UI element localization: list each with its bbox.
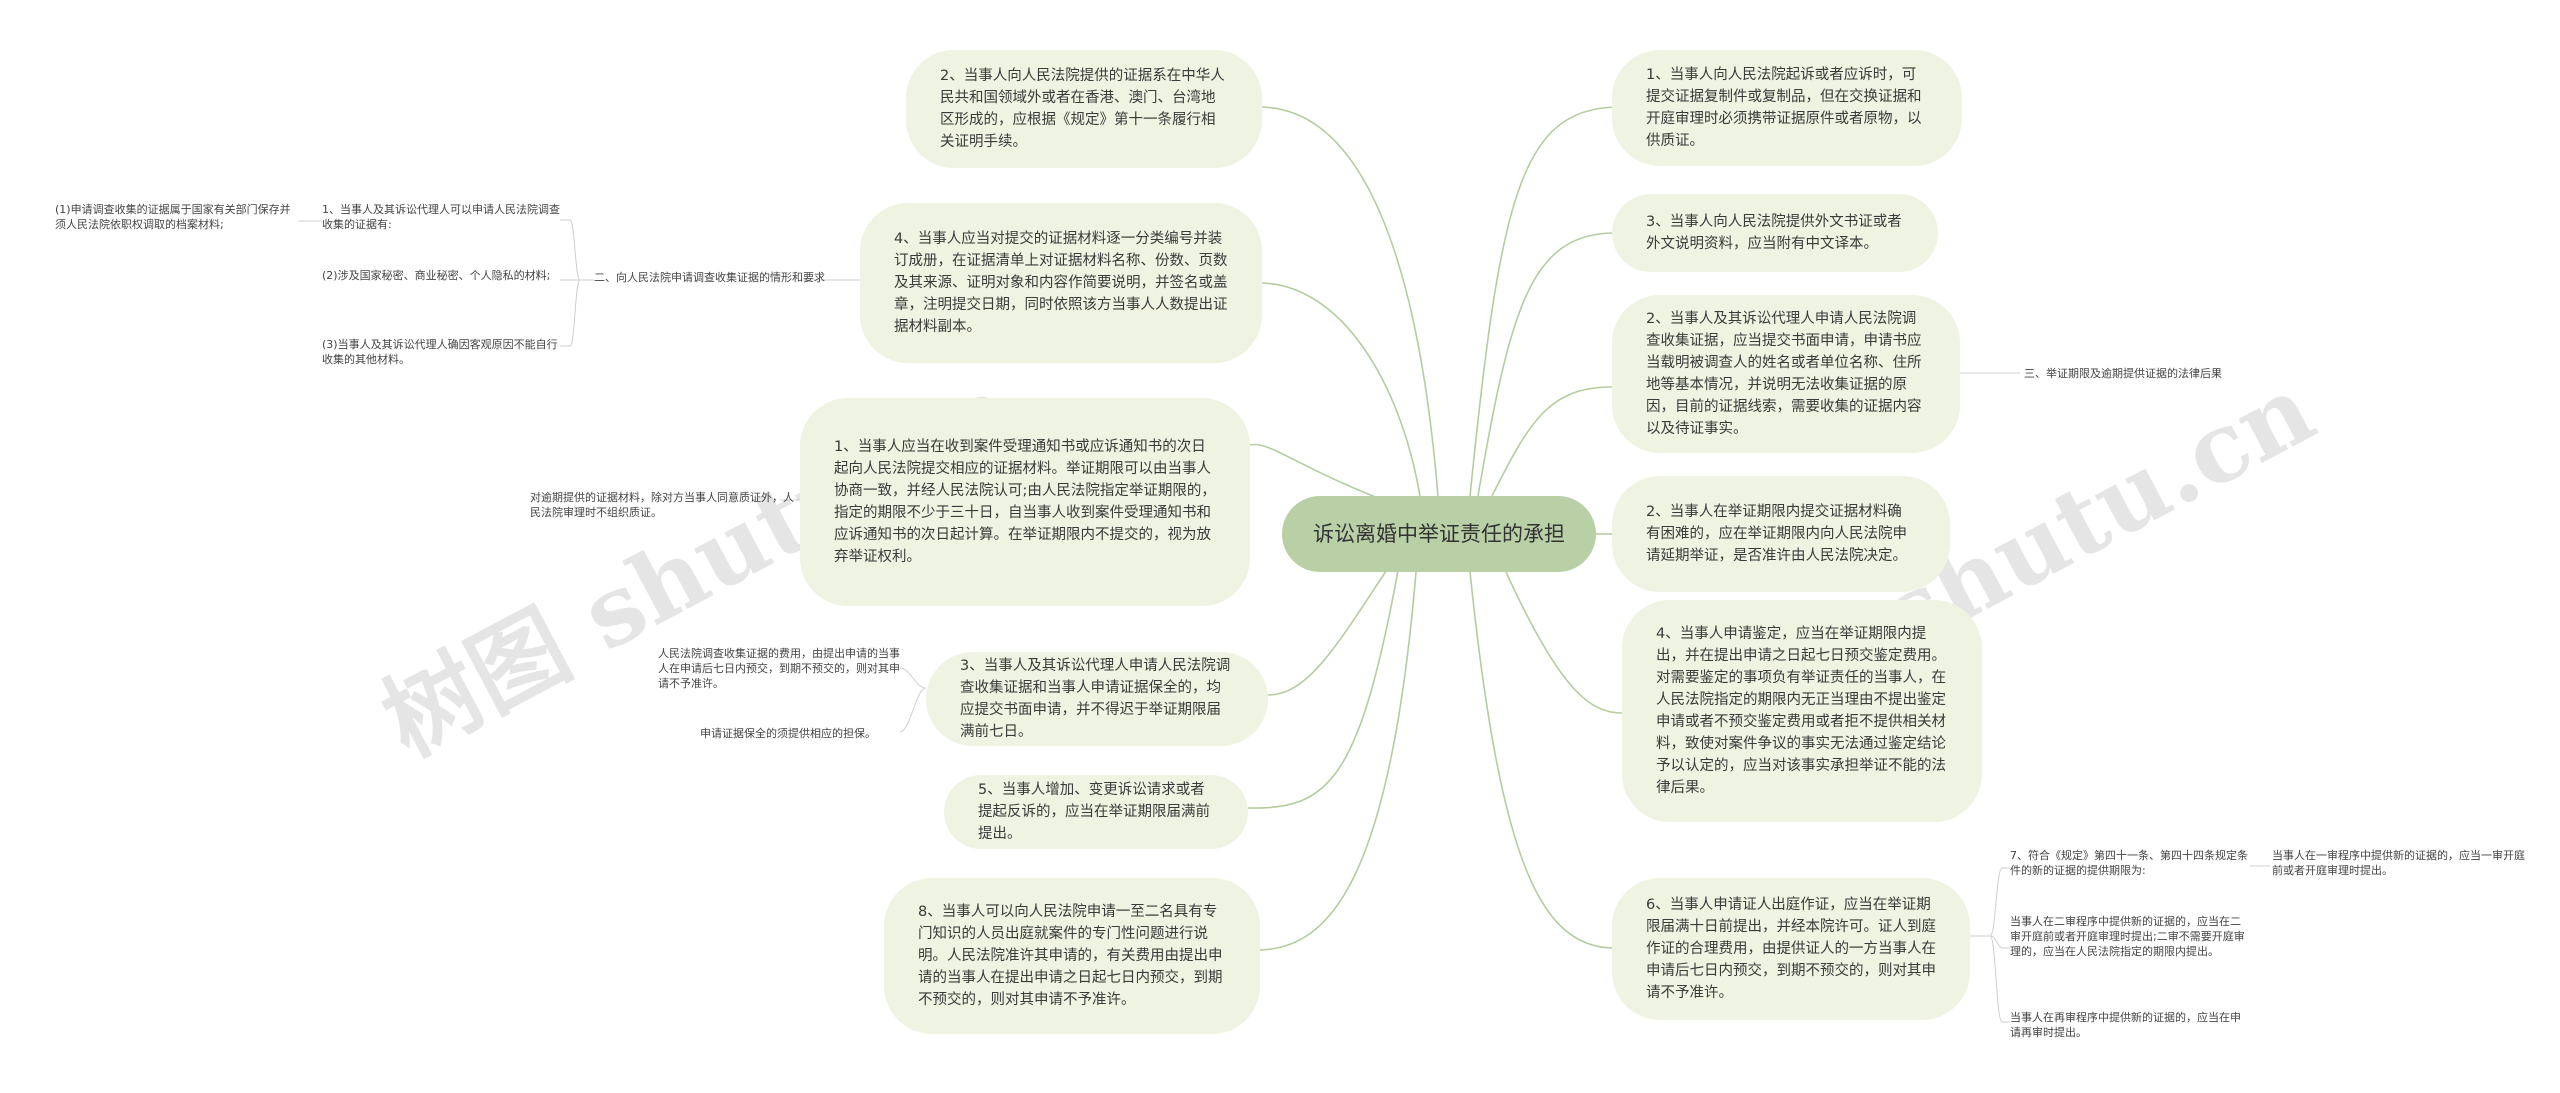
right-node-2-text: 3、当事人向人民法院提供外文书证或者外文说明资料，应当附有中文译本。 [1646,214,1902,252]
leaf-two-request[interactable]: 二、向人民法院申请调查收集证据的情形和要求 [594,271,825,284]
leaf-three[interactable]: 三、举证期限及逾期提供证据的法律后果 [2024,367,2222,380]
left-node-3-text: 1、当事人应当在收到案件受理通知书或应诉通知书的次日起向人民法院提交相应的证据材… [834,439,1216,565]
root-topic[interactable]: 诉讼离婚中举证责任的承担 [1282,496,1596,572]
left-node-5-text: 5、当事人增加、变更诉讼请求或者提起反诉的，应当在举证期限届满前提出。 [978,782,1210,842]
leaf-7a[interactable]: 当事人在一审程序中提供新的证据的，应当一审开庭前或者开庭审理时提出。 [2272,849,2525,877]
leaf-1a[interactable]: (1)申请调查收集的证据属于国家有关部门保存并须人民法院依职权调取的档案材料; [55,203,291,231]
leaf-7[interactable]: 7、符合《规定》第四十一条、第四十四条规定条件的新的证据的提供期限为: [2010,849,2248,877]
right-node-4-text: 2、当事人在举证期限内提交证据材料确有困难的，应在举证期限内向人民法院申请延期举… [1646,504,1907,564]
leaf-7c[interactable]: 当事人在再审程序中提供新的证据的，应当在申请再审时提出。 [2010,1011,2241,1039]
right-node-4[interactable]: 2、当事人在举证期限内提交证据材料确有困难的，应在举证期限内向人民法院申请延期举… [1612,476,1950,592]
left-node-5[interactable]: 5、当事人增加、变更诉讼请求或者提起反诉的，应当在举证期限届满前提出。 [944,775,1248,849]
right-node-1-text: 1、当事人向人民法院起诉或者应诉时，可提交证据复制件或复制品，但在交换证据和开庭… [1646,67,1922,149]
left-node-4[interactable]: 3、当事人及其诉讼代理人申请人民法院调查收集证据和当事人申请证据保全的，均应提交… [926,652,1268,746]
right-node-3-text: 2、当事人及其诉讼代理人申请人民法院调查收集证据，应当提交书面申请，申请书应当载… [1646,311,1922,437]
leaf-fee[interactable]: 人民法院调查收集证据的费用，由提出申请的当事人在申请后七日内预交，到期不预交的，… [658,647,900,690]
root-title: 诉讼离婚中举证责任的承担 [1313,522,1565,546]
left-node-4-text: 3、当事人及其诉讼代理人申请人民法院调查收集证据和当事人申请证据保全的，均应提交… [960,658,1231,740]
left-node-3[interactable]: 1、当事人应当在收到案件受理通知书或应诉通知书的次日起向人民法院提交相应的证据材… [800,398,1250,606]
left-node-6[interactable]: 8、当事人可以向人民法院申请一至二名具有专门知识的人员出庭就案件的专门性问题进行… [884,878,1260,1034]
right-node-3[interactable]: 2、当事人及其诉讼代理人申请人民法院调查收集证据，应当提交书面申请，申请书应当载… [1612,295,1960,453]
leaf-1[interactable]: 1、当事人及其诉讼代理人可以申请人民法院调查收集的证据有: [322,203,560,231]
leaf-guarantee[interactable]: 申请证据保全的须提供相应的担保。 [700,727,876,740]
right-node-2[interactable]: 3、当事人向人民法院提供外文书证或者外文说明资料，应当附有中文译本。 [1612,194,1938,272]
leaf-overdue[interactable]: 对逾期提供的证据材料，除对方当事人同意质证外，人民法院审理时不组织质证。 [530,491,794,519]
right-node-1[interactable]: 1、当事人向人民法院起诉或者应诉时，可提交证据复制件或复制品，但在交换证据和开庭… [1612,50,1962,166]
left-node-1-text: 2、当事人向人民法院提供的证据系在中华人民共和国领域外或者在香港、澳门、台湾地区… [940,68,1225,150]
main-branches [1247,106,1623,951]
left-node-1[interactable]: 2、当事人向人民法院提供的证据系在中华人民共和国领域外或者在香港、澳门、台湾地区… [906,50,1262,168]
right-node-5-text: 4、当事人申请鉴定，应当在举证期限内提出，并在提出申请之日起七日预交鉴定费用。对… [1656,626,1946,796]
left-node-2[interactable]: 4、当事人应当对提交的证据材料逐一分类编号并装订成册，在证据清单上对证据材料名称… [860,203,1262,363]
right-node-6[interactable]: 6、当事人申请证人出庭作证，应当在举证期限届满十日前提出，并经本院许可。证人到庭… [1612,878,1970,1020]
left-node-2-text: 4、当事人应当对提交的证据材料逐一分类编号并装订成册，在证据清单上对证据材料名称… [894,231,1228,335]
right-node-6-text: 6、当事人申请证人出庭作证，应当在举证期限届满十日前提出，并经本院许可。证人到庭… [1646,897,1936,1001]
leaf-2[interactable]: (2)涉及国家秘密、商业秘密、个人隐私的材料; [322,269,551,282]
right-node-5[interactable]: 4、当事人申请鉴定，应当在举证期限内提出，并在提出申请之日起七日预交鉴定费用。对… [1622,600,1982,822]
leaf-7b[interactable]: 当事人在二审程序中提供新的证据的，应当在二审开庭前或者开庭审理时提出;二审不需要… [2010,915,2245,958]
leaf-branches [298,219,2270,1023]
leaf-3[interactable]: (3)当事人及其诉讼代理人确因客观原因不能自行收集的其他材料。 [322,338,558,366]
left-node-6-text: 8、当事人可以向人民法院申请一至二名具有专门知识的人员出庭就案件的专门性问题进行… [918,904,1223,1008]
